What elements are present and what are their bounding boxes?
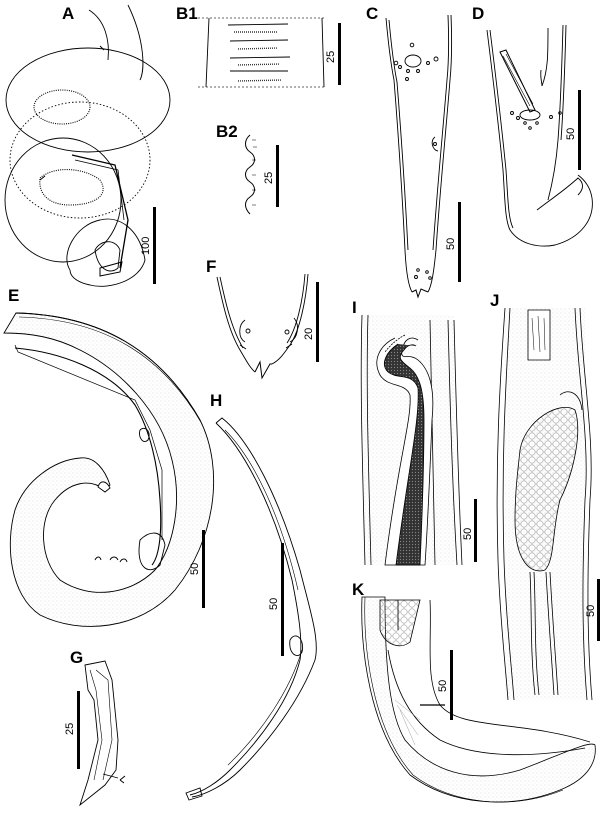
scale-bar-f [316, 282, 319, 362]
panel-label-h: H [210, 391, 223, 410]
scale-bar-label-b1: 25 [325, 50, 337, 63]
panel-j-drawing [496, 307, 593, 701]
panel-label-g: G [70, 648, 84, 667]
scale-bar-e [202, 530, 205, 608]
panel-i-drawing [360, 314, 463, 566]
scale-bar-h [281, 543, 284, 656]
panel-d-drawing [486, 24, 593, 247]
panel-label-b2: B2 [216, 122, 238, 141]
scale-bar-label-f: 20 [303, 327, 315, 340]
panel-h-drawing [185, 417, 317, 801]
scale-bar-a [153, 207, 156, 284]
scale-bar-label-e: 50 [189, 562, 201, 575]
scale-bar-label-k: 50 [437, 679, 449, 692]
scale-bar-label-h: 50 [268, 597, 280, 610]
panel-label-k: K [352, 580, 365, 599]
panel-label-j: J [490, 291, 500, 310]
panel-a-drawing [4, 4, 171, 287]
scale-bar-label-j: 50 [585, 604, 597, 617]
scale-bar-label-d: 50 [565, 127, 577, 140]
panel-b1-drawing [198, 17, 325, 88]
panel-k-drawing [361, 596, 596, 803]
scale-bar-g [77, 691, 80, 769]
scale-bar-k [450, 650, 453, 720]
scale-bar-label-g: 25 [64, 722, 76, 735]
panel-e-drawing [3, 312, 215, 627]
panel-label-a: A [62, 4, 75, 23]
panel-g-drawing [79, 660, 126, 807]
scale-bar-i [474, 499, 477, 562]
panel-b2-drawing [245, 134, 257, 215]
scale-bar-label-i: 50 [462, 527, 474, 540]
scale-bar-c [458, 202, 461, 282]
scale-bar-j [597, 579, 600, 641]
scale-bar-b2 [276, 145, 279, 207]
panel-label-e: E [8, 286, 20, 305]
panel-label-d: D [472, 4, 485, 23]
panel-f-drawing [216, 273, 309, 380]
panel-label-i: I [352, 298, 357, 317]
scale-bar-label-b2: 25 [263, 171, 275, 184]
scale-bar-label-c: 50 [445, 237, 457, 250]
scale-bar-d [578, 90, 581, 170]
panel-label-b1: B1 [176, 4, 198, 23]
scale-bar-b1 [338, 23, 341, 85]
panel-label-c: C [366, 4, 379, 23]
panel-label-f: F [206, 257, 217, 276]
panel-c-drawing [385, 14, 453, 299]
scale-bar-label-a: 100 [140, 236, 152, 255]
